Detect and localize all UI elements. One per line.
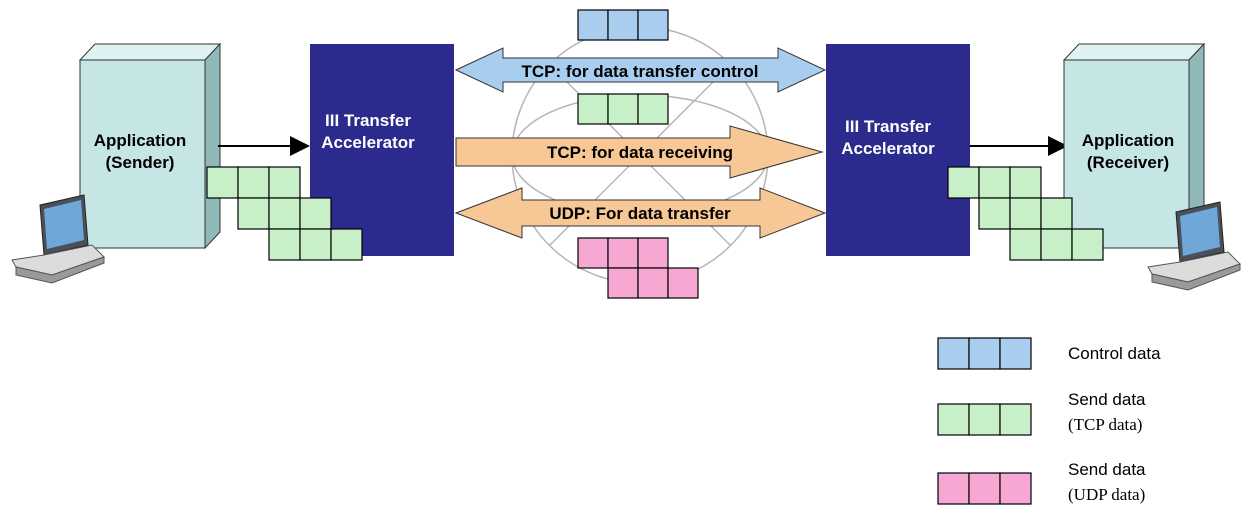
- legend-tcp-label-line2: (TCP data): [1068, 415, 1142, 434]
- accelerator-right-line1: III Transfer: [845, 117, 931, 136]
- laptop-icon: [11, 194, 105, 284]
- legend-control-swatch: [937, 337, 1032, 370]
- channel-control-label: TCP: for data transfer control: [521, 62, 758, 81]
- legend-control-label: Control data: [1068, 344, 1161, 363]
- legend-tcp-swatch: [937, 403, 1032, 436]
- sender-box-front: [79, 59, 206, 249]
- receiver-box-front: [1063, 59, 1190, 249]
- legend-tcp-label-line1: Send data: [1068, 390, 1146, 409]
- receiver-label-line2: (Receiver): [1087, 153, 1169, 172]
- sender-label-line1: Application: [94, 131, 187, 150]
- receiver-box-top: [1062, 43, 1206, 61]
- receiver-application: Application (Receiver): [1062, 42, 1206, 250]
- channel-receiving-arrow: TCP: for data receiving: [455, 125, 824, 179]
- sender-application: Application (Sender): [78, 42, 222, 250]
- receiver-label-line1: Application: [1082, 131, 1175, 150]
- accelerator-left-line2: Accelerator: [321, 133, 415, 152]
- legend: Control data Send data (TCP data) Send d…: [937, 337, 1161, 505]
- accelerator-right: III Transfer Accelerator: [826, 44, 970, 256]
- tcp-data-blocks-receiver: [947, 166, 1104, 261]
- control-data-blocks: [577, 9, 669, 41]
- channel-transfer-label: UDP: For data transfer: [549, 204, 731, 223]
- sender-box-top: [78, 43, 222, 61]
- tcp-data-blocks-sender: [206, 166, 363, 261]
- tcp-data-blocks-center: [577, 93, 669, 125]
- channel-receiving-label: TCP: for data receiving: [547, 143, 733, 162]
- channel-control-arrow: TCP: for data transfer control: [454, 47, 827, 93]
- accelerator-left-line1: III Transfer: [325, 111, 411, 130]
- sender-label-line2: (Sender): [106, 153, 175, 172]
- legend-udp-label-line2: (UDP data): [1068, 485, 1145, 504]
- sender-box-side: [204, 42, 221, 250]
- accelerator-left: III Transfer Accelerator: [310, 44, 454, 256]
- laptop-icon: [1147, 201, 1241, 291]
- accelerator-right-box: [826, 44, 970, 256]
- legend-udp-label-line1: Send data: [1068, 460, 1146, 479]
- accelerator-right-line2: Accelerator: [841, 139, 935, 158]
- channel-transfer-arrow: UDP: For data transfer: [454, 187, 827, 239]
- udp-data-blocks: [577, 237, 699, 299]
- accelerator-left-box: [310, 44, 454, 256]
- legend-udp-swatch: [937, 472, 1032, 505]
